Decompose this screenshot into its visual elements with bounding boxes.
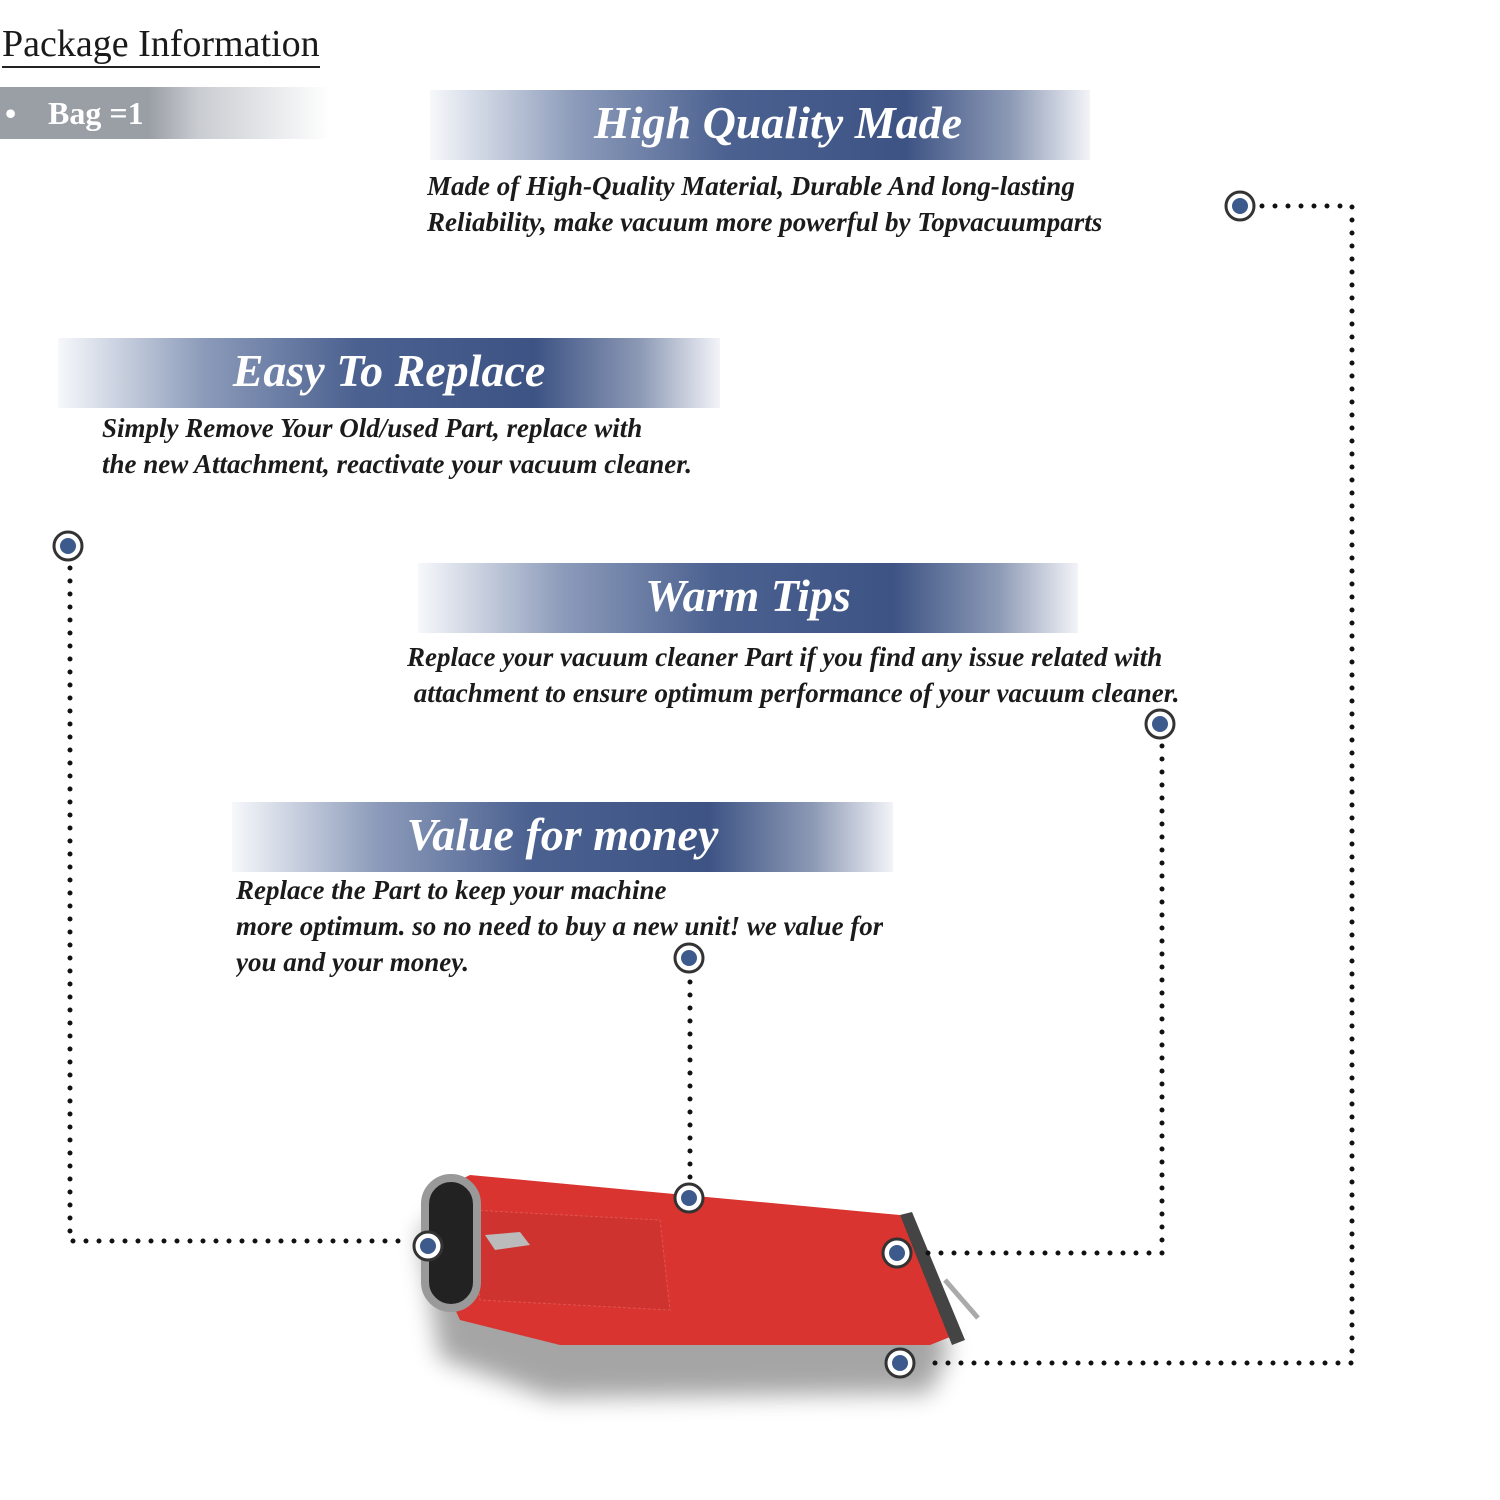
text-line: you and your money. xyxy=(236,947,470,977)
text-line: more optimum. so no need to buy a new un… xyxy=(236,911,884,941)
package-item-bar: • Bag =1 xyxy=(0,87,330,139)
text-line: Replace the Part to keep your machine xyxy=(236,875,667,905)
feature-banner-easy-replace: Easy To Replace xyxy=(58,338,720,408)
vacuum-bag-image xyxy=(420,1174,980,1398)
text-line: Reliability, make vacuum more powerful b… xyxy=(427,207,1103,237)
marker-icon xyxy=(1144,708,1176,740)
feature-text-value: Replace the Part to keep your machine mo… xyxy=(236,872,883,980)
marker-icon xyxy=(52,530,84,562)
text-line: Made of High-Quality Material, Durable A… xyxy=(427,171,1075,201)
marker-icon xyxy=(884,1347,916,1379)
marker-icons xyxy=(52,190,1256,1379)
text-line: the new Attachment, reactivate your vacu… xyxy=(102,449,692,479)
feature-text-high-quality: Made of High-Quality Material, Durable A… xyxy=(427,168,1102,240)
text-line: Simply Remove Your Old/used Part, replac… xyxy=(102,413,643,443)
feature-banner-warm-tips: Warm Tips xyxy=(418,563,1078,633)
dotted-connector-lines xyxy=(67,203,1355,1366)
marker-icon xyxy=(673,942,705,974)
feature-banner-high-quality: High Quality Made xyxy=(430,90,1090,160)
package-information-heading: Package Information xyxy=(2,22,320,68)
marker-icon xyxy=(412,1230,444,1262)
feature-banner-value: Value for money xyxy=(232,802,893,872)
marker-icon xyxy=(1224,190,1256,222)
text-line: Replace your vacuum cleaner Part if you … xyxy=(407,642,1163,672)
bullet-icon: • xyxy=(5,95,17,131)
feature-text-easy-replace: Simply Remove Your Old/used Part, replac… xyxy=(102,410,692,482)
text-line: attachment to ensure optimum performance… xyxy=(407,678,1180,708)
package-item: Bag =1 xyxy=(48,95,144,131)
marker-icon xyxy=(673,1182,705,1214)
marker-icon xyxy=(881,1237,913,1269)
feature-text-warm-tips: Replace your vacuum cleaner Part if you … xyxy=(407,639,1180,711)
